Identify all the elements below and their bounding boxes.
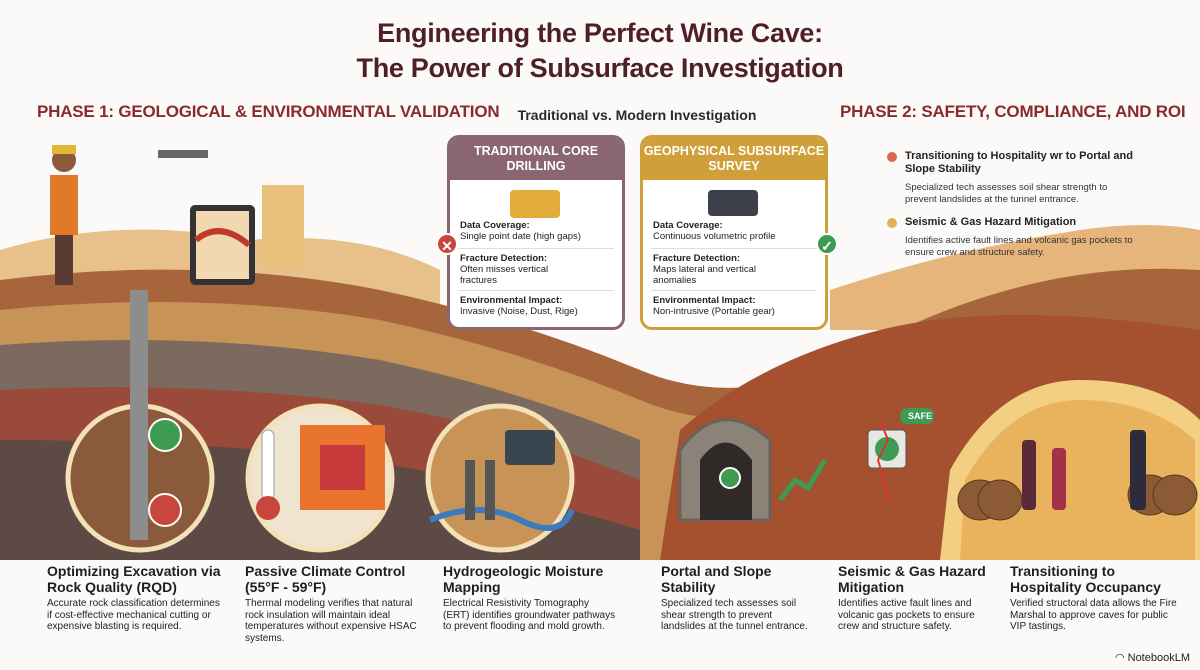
excavator-icon	[510, 190, 560, 218]
column-climate: Passive Climate Control (55°F - 59°F)The…	[245, 563, 417, 644]
bullet-dot-icon	[887, 152, 897, 162]
traditional-heading: TRADITIONAL CORE DRILLING	[450, 138, 622, 180]
comparison-title: Traditional vs. Modern Investigation	[517, 107, 757, 123]
column-rqd: Optimizing Excavation via Rock Quality (…	[47, 563, 221, 632]
traditional-row-coverage: Data Coverage:Single point date (high ga…	[460, 220, 581, 242]
modern-heading: GEOPHYSICAL SUBSURFACE SURVEY	[643, 138, 825, 180]
title-line-1: Engineering the Perfect Wine Cave:	[377, 18, 823, 48]
modern-row-impact: Environmental Impact:Non-intrusive (Port…	[653, 295, 775, 317]
modern-card: GEOPHYSICAL SUBSURFACE SURVEY Data Cover…	[640, 135, 828, 330]
phase-2-bullet: Seismic & Gas Hazard Mitigation Identifi…	[887, 216, 1135, 258]
safe-label: SAFE	[907, 411, 932, 421]
survey-device-icon	[708, 190, 758, 216]
phase-2-bullet: Transitioning to Hospitality wr to Porta…	[887, 150, 1135, 205]
bullet-dot-icon	[887, 218, 897, 228]
check-icon: ✓	[816, 233, 838, 255]
notebooklm-logo: ◠ NotebookLM	[1114, 652, 1190, 664]
x-icon: ✕	[436, 233, 458, 255]
traditional-row-impact: Environmental Impact:Invasive (Noise, Du…	[460, 295, 578, 317]
phase-1-heading: PHASE 1: GEOLOGICAL & ENVIRONMENTAL VALI…	[37, 102, 500, 121]
traditional-row-fracture: Fracture Detection:Often misses vertical…	[460, 253, 549, 286]
notebooklm-icon: ◠	[1114, 652, 1128, 664]
modern-row-fracture: Fracture Detection:Maps lateral and vert…	[653, 253, 756, 286]
phase-2-heading: PHASE 2: SAFETY, COMPLIANCE, AND ROI	[840, 102, 1186, 121]
traditional-card: TRADITIONAL CORE DRILLING Data Coverage:…	[447, 135, 625, 330]
modern-row-coverage: Data Coverage:Continuous volumetric prof…	[653, 220, 776, 242]
title-line-2: The Power of Subsurface Investigation	[356, 53, 844, 83]
